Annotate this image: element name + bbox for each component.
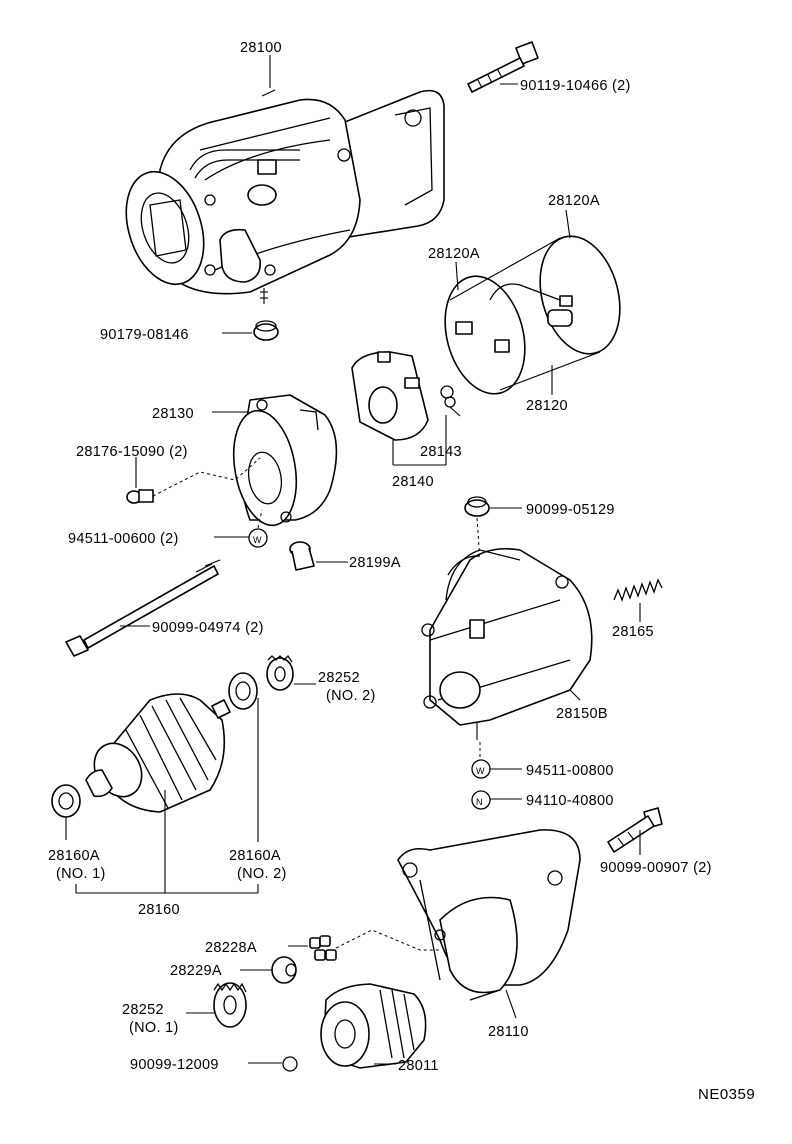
label-28130: 28130 — [152, 406, 194, 422]
label-28160: 28160 — [138, 902, 180, 918]
screw-28176-15090 — [126, 489, 154, 504]
bearing-28160A-no2 — [228, 672, 258, 710]
label-90099-05129: 90099-05129 — [526, 502, 615, 518]
collar-28229A — [271, 956, 297, 984]
pins-28228A — [309, 935, 337, 961]
bearing-28160A-no1 — [51, 784, 81, 818]
washer-w-mark: W — [253, 535, 262, 545]
label-28120A-mid: 28120A — [428, 246, 480, 262]
washer-w-icon — [248, 528, 268, 548]
label-28160A-no1-b: (NO. 1) — [56, 866, 106, 882]
label-28160A-no2-b: (NO. 2) — [237, 866, 287, 882]
gear-28252-no1 — [213, 982, 247, 1028]
nut-90179-08146 — [253, 320, 279, 341]
label-94110-40800: 94110-40800 — [526, 793, 614, 809]
bushing-28199A — [289, 541, 315, 571]
label-28229A: 28229A — [170, 963, 222, 979]
gear-28252-no2 — [266, 654, 294, 691]
label-28120: 28120 — [526, 398, 568, 414]
label-90119-10466: 90119-10466 (2) — [520, 78, 631, 94]
label-28252-no1-b: (NO. 1) — [129, 1020, 179, 1036]
washer-w-mark-2: W — [476, 766, 485, 776]
brush-holder-28140 — [351, 351, 429, 441]
label-28199A: 28199A — [349, 555, 401, 571]
bolt-90099-00907 — [607, 807, 663, 853]
armature-28160 — [85, 693, 231, 813]
label-94511-00600: 94511-00600 (2) — [68, 531, 179, 547]
drive-housing-28110 — [397, 829, 581, 1001]
yoke-28120 — [444, 235, 621, 395]
label-90179-08146: 90179-08146 — [100, 327, 189, 343]
label-28228A: 28228A — [205, 940, 257, 956]
clutch-28011 — [320, 983, 427, 1069]
label-94511-00800: 94511-00800 — [526, 763, 614, 779]
label-90099-04974: 90099-04974 (2) — [152, 620, 264, 636]
nut-90099-05129 — [464, 496, 490, 517]
spring-28143 — [440, 385, 461, 417]
label-28176-15090: 28176-15090 (2) — [76, 444, 188, 460]
label-28120A-top: 28120A — [548, 193, 600, 209]
label-28165: 28165 — [612, 624, 654, 640]
label-28143: 28143 — [420, 444, 462, 460]
label-90099-12009: 90099-12009 — [130, 1057, 219, 1073]
ball-90099-12009 — [282, 1056, 298, 1072]
starter-assembly-28100 — [125, 89, 445, 304]
label-28252-no2-b: (NO. 2) — [326, 688, 376, 704]
label-90099-00907: 90099-00907 (2) — [600, 860, 712, 876]
label-28160A-no2-a: 28160A — [229, 848, 281, 864]
label-28252-no2-a: 28252 — [318, 670, 360, 686]
spring-28165 — [613, 578, 663, 602]
label-28160A-no1-a: 28160A — [48, 848, 100, 864]
through-bolt-90099-04974 — [65, 559, 221, 657]
end-frame-28130 — [232, 394, 338, 527]
label-28011: 28011 — [398, 1058, 439, 1074]
diagram-code: NE0359 — [698, 1086, 755, 1103]
label-28100: 28100 — [240, 40, 282, 56]
bolt-90119-10466 — [467, 41, 539, 93]
label-28140: 28140 — [392, 474, 434, 490]
solenoid-28150B — [421, 547, 593, 740]
nut-n-icon — [471, 790, 491, 810]
label-28110: 28110 — [488, 1024, 529, 1040]
label-28252-no1-a: 28252 — [122, 1002, 164, 1018]
nut-n-mark: N — [476, 797, 483, 807]
label-28150B: 28150B — [556, 706, 608, 722]
